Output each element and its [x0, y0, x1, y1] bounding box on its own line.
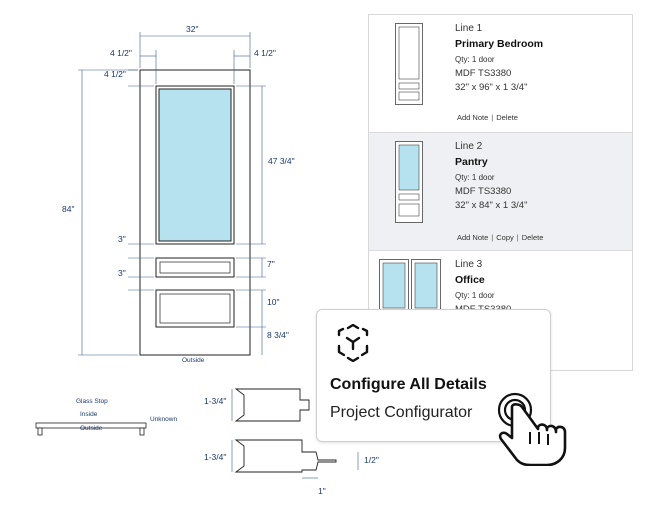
dim-bottom-rail: 8 3/4" [267, 330, 289, 340]
profile-one: 1" [318, 486, 326, 496]
profile-half: 1/2" [364, 455, 379, 465]
copy-link[interactable]: Copy [496, 233, 514, 242]
room-name: Office [455, 274, 485, 286]
size: 32" x 84" x 1 3/4" [455, 200, 528, 211]
door-thumbnail [395, 141, 423, 223]
pointer-hand-icon [497, 392, 567, 466]
line-number: Line 3 [455, 259, 483, 270]
line-item-2[interactable]: Line 2 Pantry Qty: 1 door MDF TS3380 32"… [369, 133, 632, 251]
delete-link[interactable]: Delete [521, 233, 544, 242]
dim-stile-left: 4 1/2" [110, 48, 132, 58]
line-number: Line 1 [455, 23, 483, 34]
quantity: Qty: 1 door [455, 55, 495, 64]
add-note-link[interactable]: Add Note [457, 113, 489, 122]
quantity: Qty: 1 door [455, 291, 495, 300]
profile-thickness-1: 1-3/4" [204, 396, 227, 406]
add-note-link[interactable]: Add Note [457, 233, 489, 242]
room-name: Primary Bedroom [455, 38, 544, 50]
glass-stop-section [35, 422, 147, 436]
dim-height: 84" [62, 204, 75, 214]
configure-all-details-card[interactable]: Configure All Details Project Configurat… [316, 309, 551, 442]
glass-stop-inside: Inside [80, 411, 98, 418]
dim-stile-right: 4 1/2" [254, 48, 276, 58]
glass-stop-outside: Outside [80, 425, 103, 432]
door-elevation-drawing [35, 32, 359, 479]
glass-stop-title: Glass Stop [76, 398, 108, 405]
configurator-cube-icon [337, 324, 369, 362]
quantity: Qty: 1 door [455, 173, 495, 182]
dim-width: 32" [186, 24, 199, 34]
delete-link[interactable]: Delete [496, 113, 518, 122]
dim-top-rail: 4 1/2" [104, 69, 126, 79]
configure-title: Configure All Details [330, 376, 487, 393]
model: MDF TS3380 [455, 186, 512, 197]
door-glass [158, 88, 232, 242]
line-number: Line 2 [455, 141, 483, 152]
line-actions: Add Note|Delete [457, 113, 518, 122]
profile-thickness-2: 1-3/4" [204, 452, 227, 462]
size: 32" x 96" x 1 3/4" [455, 82, 528, 93]
dim-rail-a: 3" [118, 234, 126, 244]
stile-profile-sections [234, 388, 337, 473]
line-actions: Add Note|Copy|Delete [457, 233, 544, 242]
configure-subtitle: Project Configurator [330, 404, 473, 421]
glass-stop-unknown: Unknown [150, 416, 178, 423]
outside-caption: Outside [182, 357, 205, 364]
model: MDF TS3380 [455, 68, 512, 79]
dim-rail-b: 3" [118, 268, 126, 278]
dim-glass-height: 47 3/4" [268, 156, 295, 166]
dim-panel-bottom: 10" [267, 297, 280, 307]
room-name: Pantry [455, 156, 488, 168]
line-item-1[interactable]: Line 1 Primary Bedroom Qty: 1 door MDF T… [369, 15, 632, 133]
door-thumbnail [395, 23, 423, 105]
dim-panel-top: 7" [267, 259, 275, 269]
